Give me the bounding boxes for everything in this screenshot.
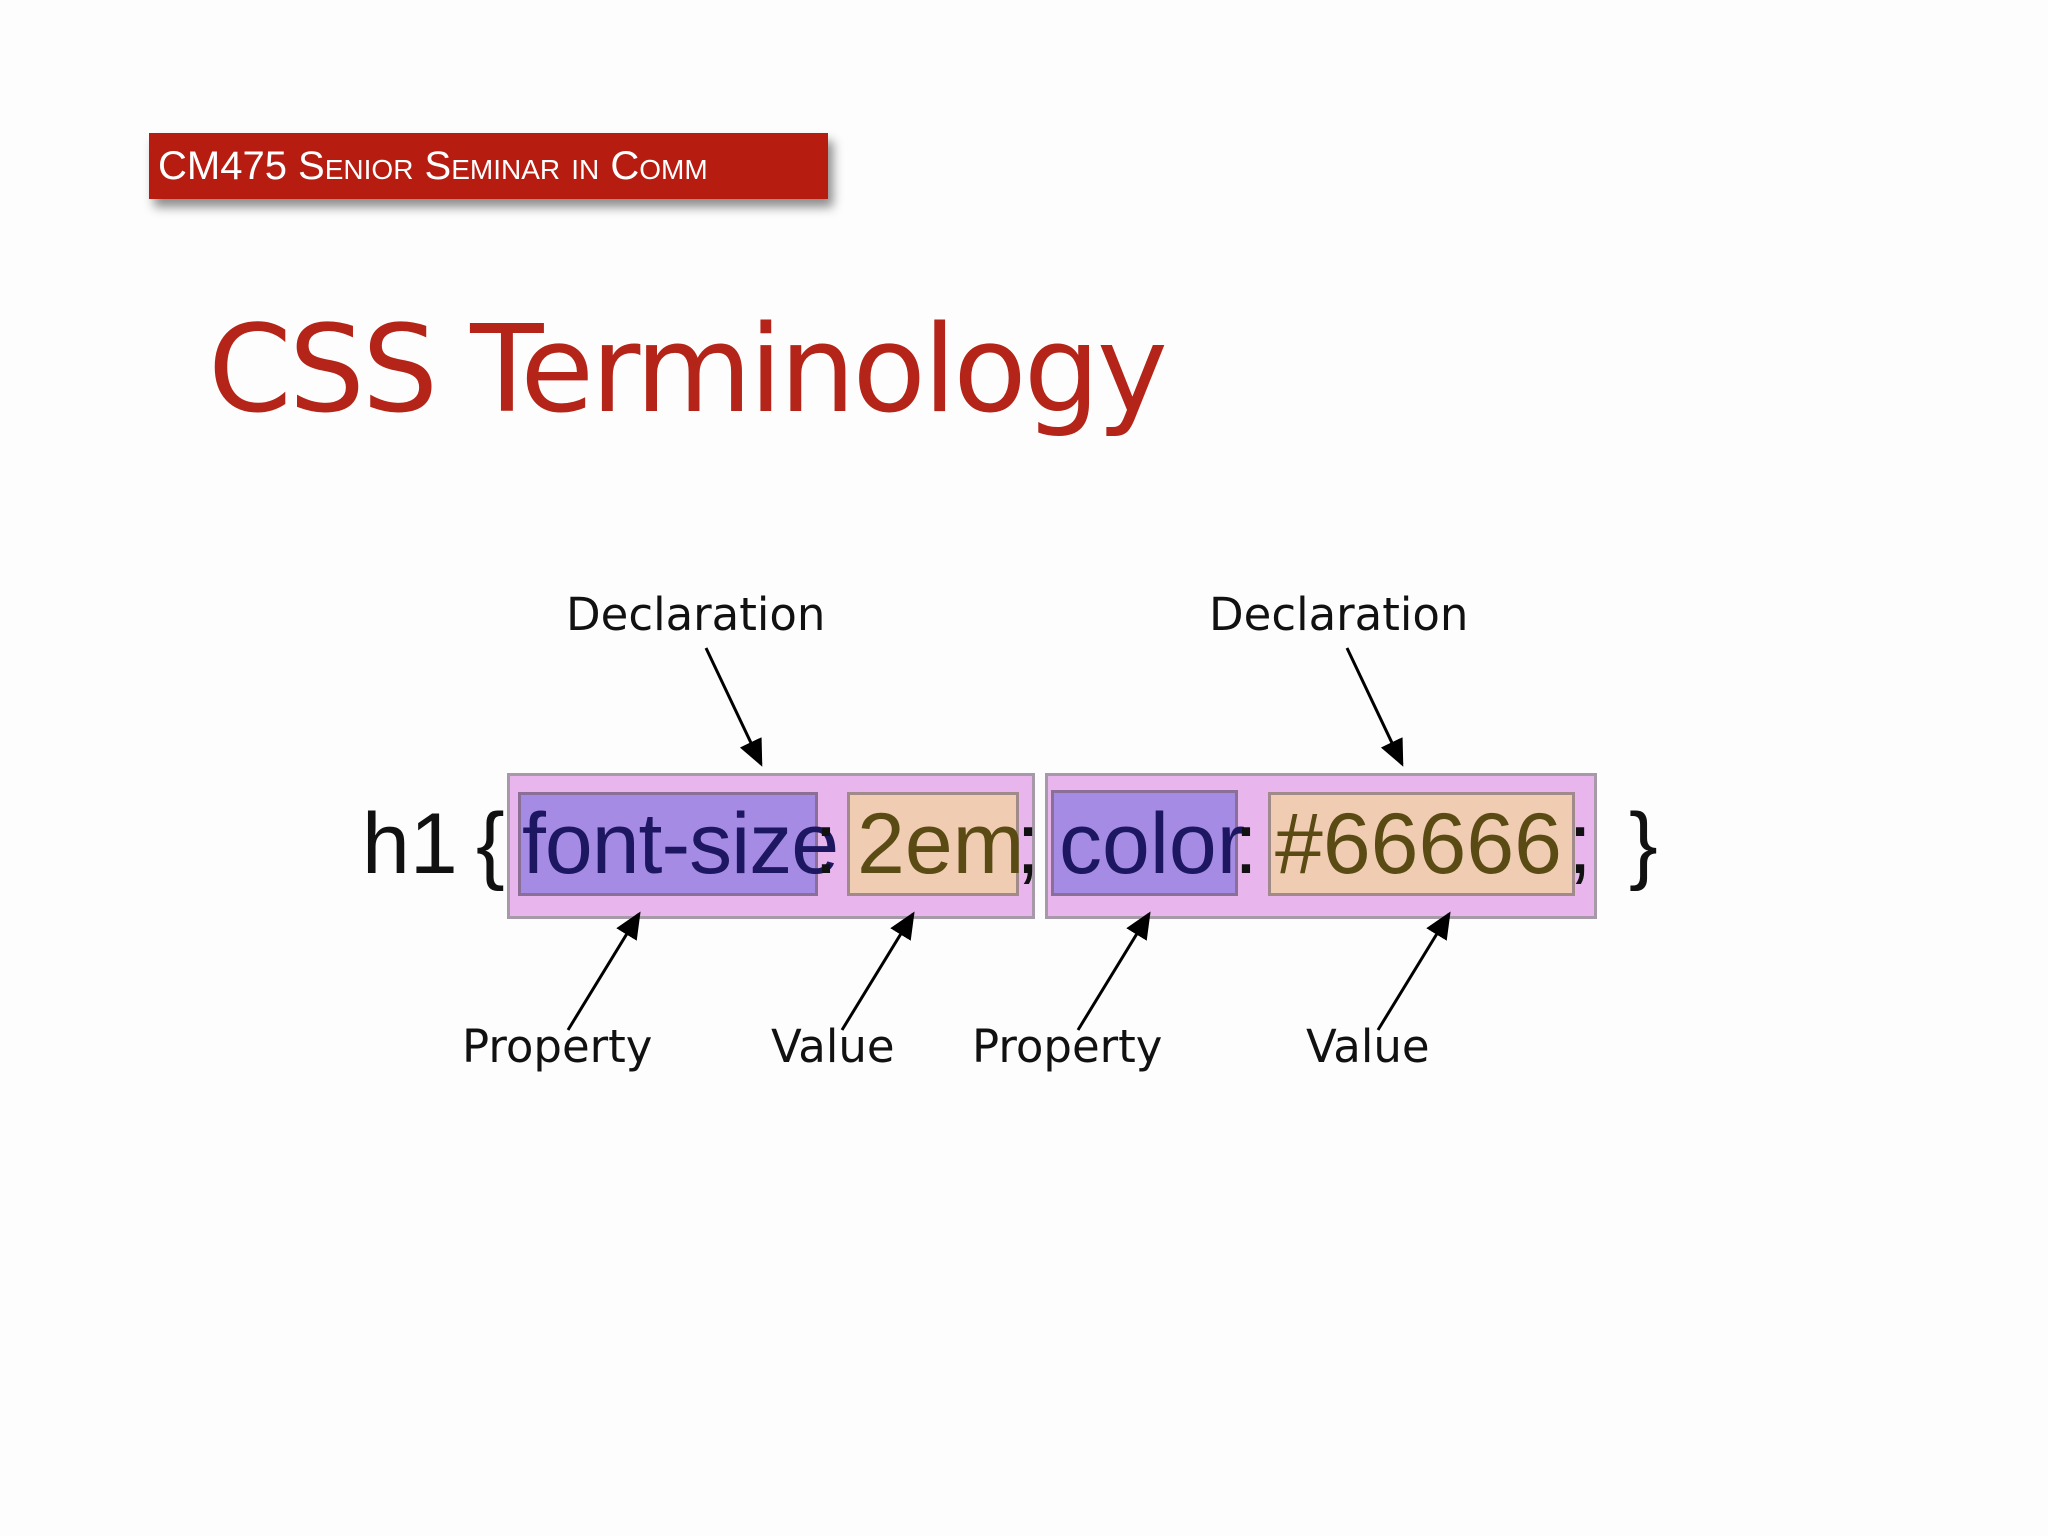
arrow-property-1 (566, 911, 641, 1031)
value-label-2: Value (1306, 1020, 1430, 1073)
property-label-1: Property (462, 1020, 653, 1073)
colon-2: : (1234, 796, 1258, 892)
declaration-label-2: Declaration (1209, 588, 1469, 641)
arrow-property-2 (1076, 911, 1151, 1031)
arrow-value-2 (1376, 911, 1451, 1031)
property-label-2: Property (972, 1020, 1163, 1073)
semicolon-1: ; (1016, 796, 1040, 892)
value-text-1: 2em (857, 796, 1025, 892)
open-brace: { (476, 796, 505, 892)
slide-title: CSS Terminology (208, 301, 1168, 440)
course-banner: CM475 Senior Seminar in Comm (149, 133, 828, 199)
value-label-1: Value (771, 1020, 895, 1073)
value-box-1 (847, 792, 1019, 896)
property-text-1: font-size (522, 796, 839, 892)
value-text-2: #66666 (1275, 796, 1562, 892)
property-box-2 (1051, 790, 1238, 896)
value-box-2 (1268, 792, 1575, 896)
course-title: CM475 Senior Seminar in Comm (158, 144, 708, 188)
declaration-label-1: Declaration (566, 588, 826, 641)
property-text-2: color (1059, 796, 1246, 892)
property-box-1 (518, 792, 818, 896)
arrow-value-1 (840, 911, 915, 1031)
colon-1: : (814, 796, 838, 892)
arrow-declaration-1 (704, 647, 763, 767)
close-brace: } (1629, 796, 1658, 892)
semicolon-2: ; (1568, 796, 1592, 892)
selector-text: h1 (362, 796, 458, 892)
arrow-declaration-2 (1345, 647, 1404, 767)
